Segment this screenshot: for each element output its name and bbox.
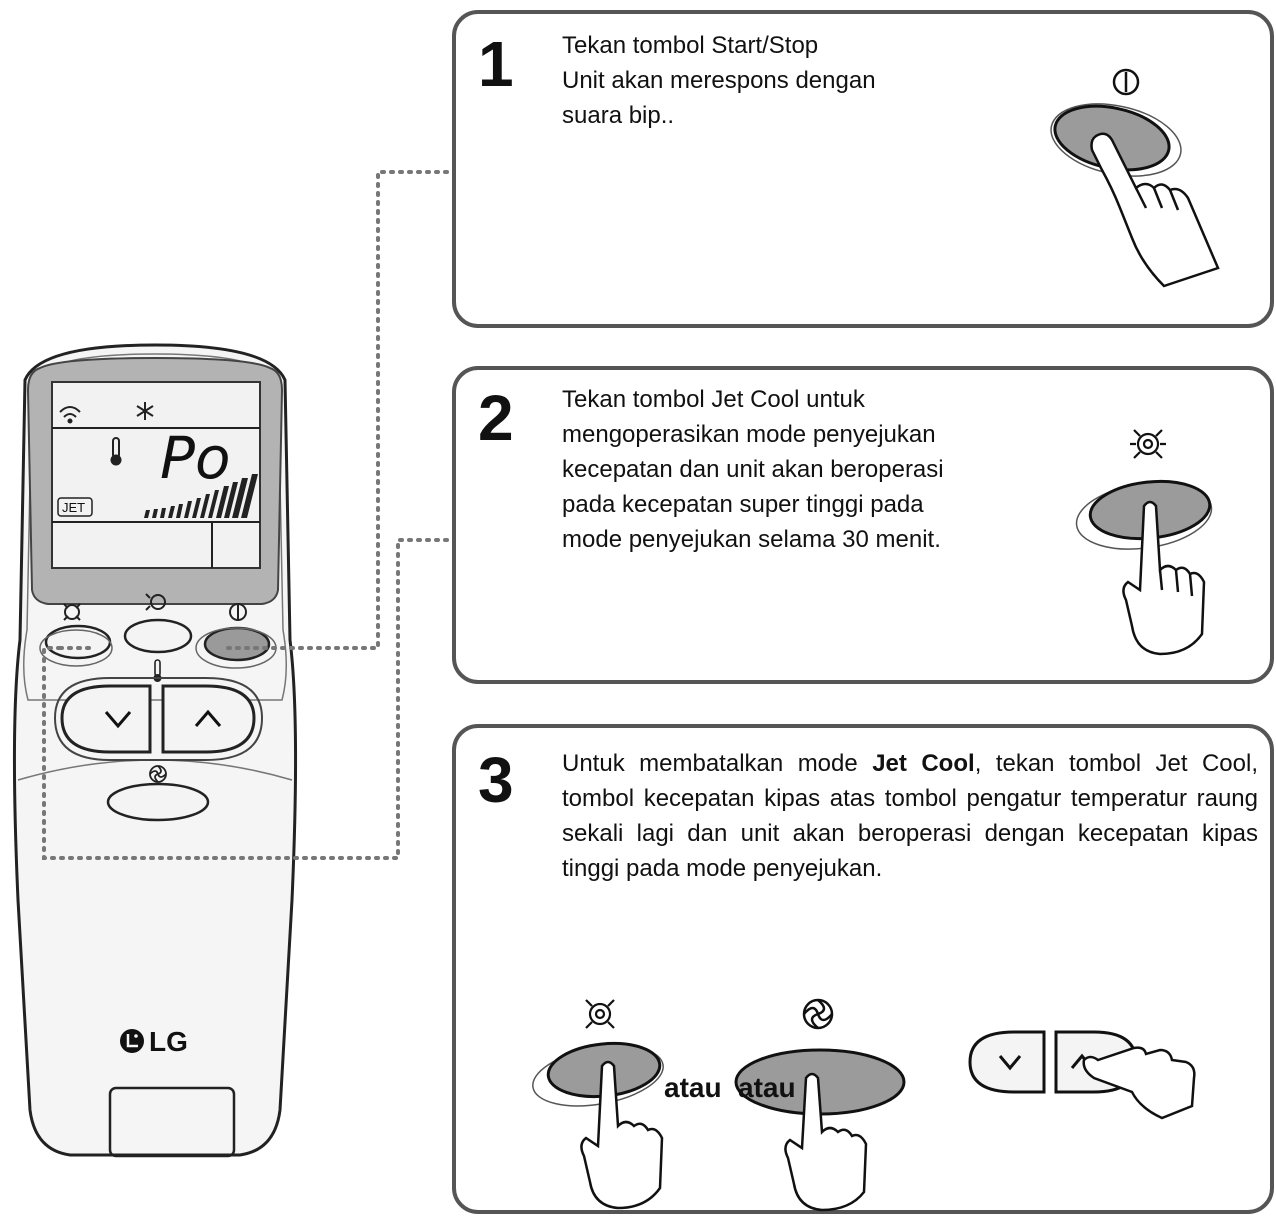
snowflake-icon bbox=[136, 402, 154, 420]
chevron-up-icon bbox=[194, 709, 222, 727]
swing-icon bbox=[145, 593, 166, 611]
or-label: atau bbox=[664, 1072, 722, 1103]
cancel-jet-cool-illustration bbox=[532, 999, 664, 1210]
hand-pointer-icon bbox=[784, 1072, 868, 1212]
temp-down-button[interactable] bbox=[104, 711, 132, 729]
step-instructions: Tekan tombol Start/Stop Unit akan meresp… bbox=[562, 32, 876, 129]
hand-pointer-icon bbox=[580, 1060, 664, 1210]
jet-cool-icon bbox=[585, 999, 615, 1029]
signal-icon bbox=[59, 406, 81, 424]
fan-speed-icon bbox=[802, 998, 834, 1030]
hand-pointer-icon bbox=[1090, 132, 1220, 288]
step-instructions: Untuk membatalkan mode Jet Cool, tekan t… bbox=[562, 750, 1258, 882]
or-label: atau bbox=[738, 1072, 796, 1103]
step-number: 3 bbox=[478, 744, 514, 816]
jet-cool-icon bbox=[63, 603, 81, 621]
temp-up-button[interactable] bbox=[194, 709, 222, 727]
step-number: 1 bbox=[478, 28, 514, 100]
thermometer-icon bbox=[110, 437, 122, 466]
fan-speed-bars bbox=[144, 474, 258, 518]
lg-logo: LG bbox=[120, 1026, 188, 1057]
fan-speed-icon bbox=[149, 765, 167, 783]
press-jet-cool-illustration bbox=[1075, 429, 1213, 656]
hand-pointer-icon bbox=[1082, 1046, 1196, 1120]
press-start-stop-illustration bbox=[1050, 68, 1220, 288]
step-2-panel: 2 Tekan tombol Jet Cool untuk mengoperas… bbox=[452, 366, 1274, 684]
step-instructions: Tekan tombol Jet Cool untuk mengoperasik… bbox=[562, 386, 944, 553]
remote-control: Po JET bbox=[12, 343, 298, 1158]
step-number: 2 bbox=[478, 382, 514, 454]
power-icon bbox=[1112, 68, 1140, 96]
swing-button[interactable] bbox=[123, 618, 193, 654]
chevron-down-icon bbox=[998, 1055, 1022, 1071]
cancel-temperature-illustration bbox=[968, 1030, 1196, 1120]
chevron-down-icon bbox=[104, 711, 132, 729]
step-3-panel: 3 Untuk membatalkan mode Jet Cool, tekan… bbox=[452, 724, 1274, 1214]
fan-speed-button[interactable] bbox=[106, 782, 210, 822]
step-1-panel: 1 Tekan tombol Start/Stop Unit akan mere… bbox=[452, 10, 1274, 328]
cancel-fan-speed-illustration bbox=[734, 998, 906, 1212]
temp-down-button[interactable] bbox=[998, 1055, 1022, 1071]
hand-pointer-icon bbox=[1122, 500, 1206, 656]
display-readout: Po bbox=[160, 424, 230, 492]
brand-label: LG bbox=[149, 1026, 188, 1057]
jet-indicator-label: JET bbox=[62, 500, 85, 515]
power-icon bbox=[229, 603, 247, 621]
jet-cool-icon bbox=[1130, 429, 1166, 459]
